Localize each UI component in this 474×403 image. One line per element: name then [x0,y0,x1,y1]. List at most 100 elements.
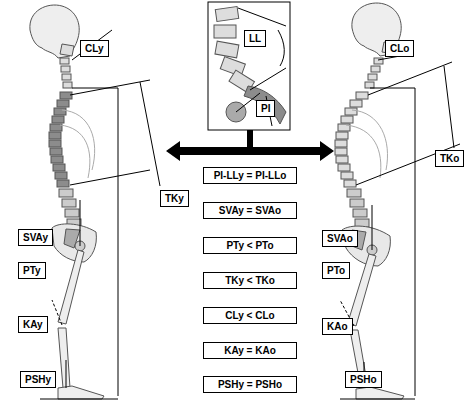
cervical-vertebra [368,74,377,80]
femur [58,250,84,324]
box-label: PSHo [350,373,377,386]
lumbar-vertebra [62,199,76,207]
box-label: KAy [23,318,43,331]
box-label: KAy = KAo [208,344,292,357]
box-label: PTy [23,264,41,277]
pi-angle [236,93,272,126]
thoracic-vertebra [336,132,348,139]
thoracic-vertebra [356,92,368,99]
tk-line [140,82,160,186]
thoracic-vertebra [341,116,353,123]
tk-line [444,66,454,148]
old-skeleton [335,3,404,399]
thoracic-vertebra [49,132,61,139]
thoracic-vertebra [350,100,362,107]
thoracic-vertebra [50,148,62,155]
ribs [346,110,388,178]
thoracic-vertebra [52,116,64,123]
thoracic-vertebra [57,100,69,107]
label-box: KAo [322,318,353,335]
box-label: CLo [390,42,409,55]
box-label: PSHy [25,373,51,386]
double-arrow [166,130,334,161]
label-box: PTy [18,262,46,279]
thoracic-spine [335,92,368,187]
pt-line [80,200,81,246]
box-label: TKy < TKo [208,274,292,287]
label-box: KAy [18,316,48,333]
thoracic-vertebra [335,140,347,147]
skull [30,5,79,58]
jaw [60,44,74,56]
lumbar-vertebra [65,209,79,217]
cervical-vertebra [63,82,72,88]
ka-line [52,300,62,325]
cervical-vertebra [61,66,70,72]
box-label: SVAo [327,232,353,245]
tk-line [70,170,150,185]
box-label: PTy < PTo [208,239,292,252]
old-measure-lines [340,56,460,399]
box-label: SVAy [23,231,48,244]
equation-box: SVAy = SVAo [203,202,297,219]
thoracic-vertebra [344,180,356,187]
label-box: PTo [322,262,350,279]
floor-line [340,399,415,400]
equation-box: PI-LLy = PI-LLo [203,167,297,184]
box-label: PSHy = PSHo [208,378,292,391]
equation-box: PTy < PTo [203,237,297,254]
lumbar-vertebra [353,209,367,217]
ribs [60,110,95,178]
thoracic-vertebra [335,148,347,155]
box-label: PI [261,102,270,115]
young-measure-lines [40,30,160,399]
plumb-line [118,88,119,396]
lumbar-vertebra [215,41,239,58]
label-box: PI [256,100,275,117]
pelvis [52,224,96,262]
arrow-stem [247,130,253,148]
inset-frame [208,2,290,130]
box-label: CLy [85,42,104,55]
label-box: CLy [80,40,109,57]
box-label: PTo [327,264,345,277]
lumbar-vertebra [59,189,73,197]
thoracic-vertebra [345,108,357,115]
thoracic-vertebra [338,164,350,171]
thoracic-vertebra [336,156,348,163]
foot [356,387,404,399]
cervical-vertebra [60,58,69,64]
floor-line [40,399,118,400]
box-label: PI-LLy = PI-LLo [208,169,292,182]
label-box: CLo [385,40,414,57]
label-box: PSHy [20,371,56,388]
box-label: CLy < CLo [208,309,292,322]
pt-line [372,205,373,250]
label-box: TKy [160,190,189,207]
lumbar-vertebra [214,25,236,38]
thoracic-vertebra [53,164,65,171]
cervical-vertebra [365,82,374,88]
foot [58,386,104,399]
thoracic-vertebra [51,156,63,163]
psh-line [66,360,67,388]
lumbar-vertebra [350,199,364,207]
plumb-line [415,88,416,396]
cl-line [72,30,112,60]
label-box: TKo [435,150,464,167]
young-skeleton [30,5,104,399]
thoracic-spine [49,92,72,187]
box-label: SVAy = SVAo [208,204,292,217]
femur [348,254,376,326]
equation-box: PSHy = PSHo [203,376,297,393]
tk-line [368,62,452,95]
lumbar-vertebra [347,189,361,197]
label-box: LL [244,30,266,47]
ll-angle [238,8,286,90]
thoracic-vertebra [60,92,72,99]
thoracic-vertebra [49,140,61,147]
double-headed-arrow [166,141,334,161]
thoracic-vertebra [55,172,67,179]
box-label: TKy [165,192,184,205]
